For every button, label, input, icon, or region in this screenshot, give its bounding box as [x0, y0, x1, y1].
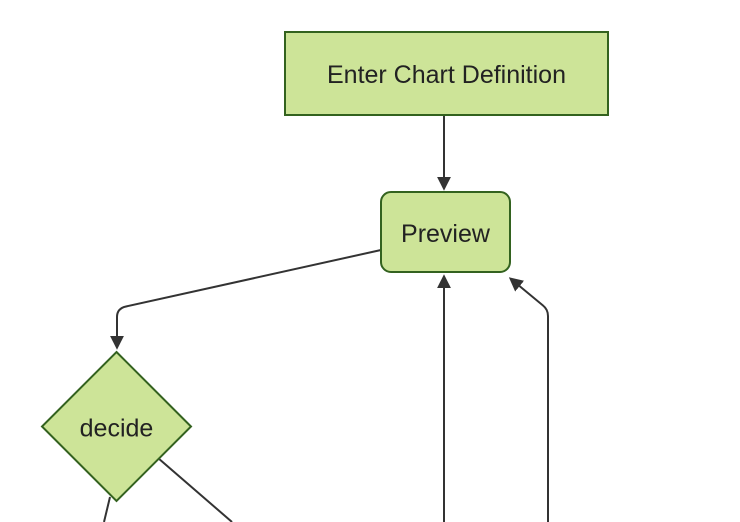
- edge-return-to-preview-corner: [508, 277, 549, 522]
- node-decide: [40, 350, 193, 503]
- edge-decide-branch-right: [157, 457, 233, 522]
- edge-preview-to-decide: [110, 249, 382, 350]
- node-label-layer: Enter Chart Definition Preview decide: [80, 61, 566, 443]
- edge-decide-branch-left: [103, 496, 111, 522]
- node-decide-label: decide: [80, 415, 154, 443]
- node-enter-chart-definition-label: Enter Chart Definition: [327, 61, 566, 89]
- node-enter-chart-definition: [284, 31, 609, 116]
- node-preview: [380, 191, 511, 273]
- edge-layer: [103, 115, 549, 522]
- node-preview-label: Preview: [401, 220, 491, 248]
- node-shape-layer: [40, 31, 609, 503]
